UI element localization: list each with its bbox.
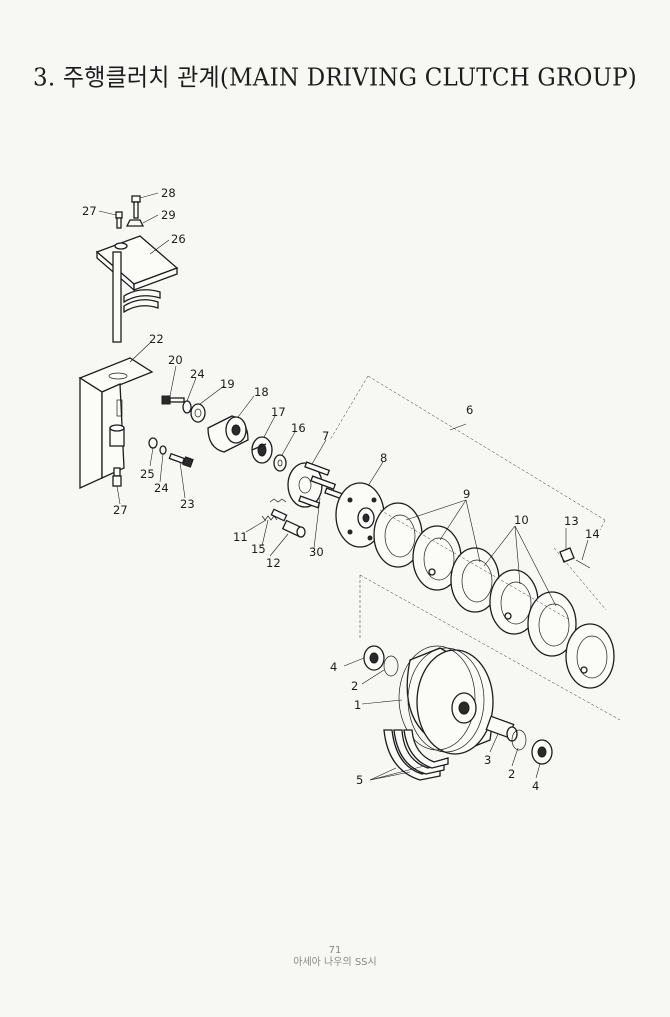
callout-3: 3 [484,753,491,767]
callout-13: 13 [564,514,579,528]
callout-7: 7 [322,429,329,443]
callout-11: 11 [233,530,248,544]
spring-15 [261,515,278,521]
callout-15: 15 [251,542,266,556]
callout-4-right: 4 [532,779,539,793]
friction-disc-9-c [527,591,577,657]
callout-16: 16 [291,421,306,435]
callout-9: 9 [463,487,470,501]
bearing-4-right [531,739,553,765]
v-belts-5 [383,729,449,781]
page-number: 71 [328,945,342,956]
plunger-11 [269,498,288,522]
callout-20: 20 [168,353,183,367]
callout-10: 10 [514,513,529,527]
callout-8: 8 [380,451,387,465]
washer-16 [273,454,287,472]
callout-6: 6 [466,403,473,417]
collar-19 [190,403,206,423]
shaft-22 [112,251,122,343]
callout-27-bottom: 27 [113,503,128,517]
callout-4-left: 4 [330,660,337,674]
plate-8 [335,482,385,548]
pulley-1 [398,645,494,755]
bearing-17 [251,436,273,464]
pin-14 [575,559,591,569]
hub-7 [287,461,347,509]
bracket-22 [78,357,154,490]
part-callouts: 28 29 27 26 22 20 24 19 18 17 16 7 8 6 2… [82,186,600,793]
callout-2-right: 2 [508,767,515,781]
bolt-23 [168,452,194,468]
callout-14: 14 [585,527,600,541]
bolt-20 [161,395,185,405]
page-footer: 71 아세아 나우의 SS시 [0,945,670,969]
grease-nipple-27-bottom [112,467,122,487]
callout-5: 5 [356,773,363,787]
bolt-28 [131,195,141,219]
steel-disc-10-c [565,623,615,689]
callout-27-top: 27 [82,204,97,218]
callout-26: 26 [171,232,186,246]
spacer-3 [485,715,518,742]
callout-18: 18 [254,385,269,399]
grease-nipple-27-top [115,211,123,229]
key-13 [559,547,575,563]
publisher-imprint: 아세아 나우의 SS시 [293,957,377,968]
callout-24-lower: 24 [154,481,169,495]
bearing-4-left [363,645,385,671]
callout-2-left: 2 [351,679,358,693]
leader-lines [98,192,589,781]
nut-29 [125,219,145,227]
callout-25: 25 [140,467,155,481]
assembly-reference-lines [329,375,621,721]
callout-23: 23 [180,497,195,511]
callout-28: 28 [161,186,176,200]
callout-30: 30 [309,545,324,559]
callout-29: 29 [161,208,176,222]
page-title: 3. 주행클러치 관계(MAIN DRIVING CLUTCH GROUP) [33,64,637,92]
callout-12: 12 [266,556,281,570]
callout-17: 17 [271,405,286,419]
callout-1: 1 [354,698,361,712]
snap-ring-2-right [511,729,527,751]
washer-25 [148,437,158,449]
cam-18 [207,415,249,453]
snap-ring-2-left [383,655,399,677]
lever-fork-26 [95,235,179,314]
callout-24-upper: 24 [190,367,205,381]
callout-19: 19 [220,377,235,391]
washer-24-upper [182,400,192,414]
callout-22: 22 [149,332,164,346]
pin-12 [281,519,306,538]
washer-24-lower [159,445,167,455]
